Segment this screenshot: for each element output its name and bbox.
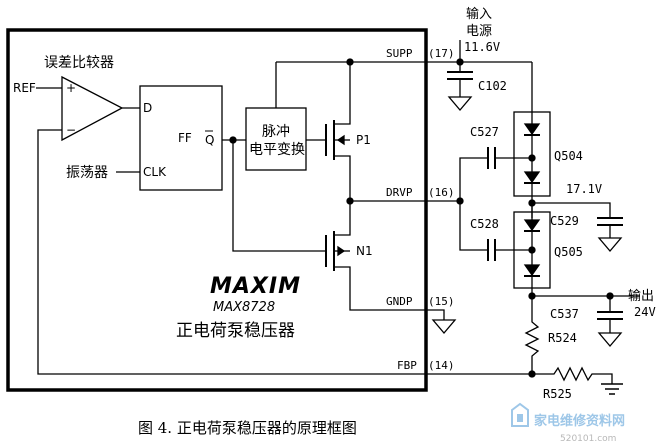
p1-arrow xyxy=(336,134,345,146)
pin-drvp-num: (16) xyxy=(428,186,455,199)
level-shift-line1: 脉冲 xyxy=(262,124,290,140)
error-comparator xyxy=(61,75,124,142)
p1-drain-source xyxy=(334,62,351,125)
p1-body xyxy=(334,155,351,201)
oscillator-label: 振荡器 xyxy=(66,165,108,181)
label-q505: Q505 xyxy=(554,245,583,259)
label-c102: C102 xyxy=(478,79,507,93)
pin-minus: − xyxy=(66,123,76,137)
ground-c537 xyxy=(597,332,623,348)
r525-resistor xyxy=(532,366,613,384)
watermark-site: 家电维修资料网 xyxy=(534,413,625,429)
node-supp xyxy=(346,58,354,66)
pin-gndp: GNDP xyxy=(386,295,413,308)
r524-resistor xyxy=(524,318,540,374)
pin-clk: CLK xyxy=(143,165,167,179)
q505-diode-top xyxy=(523,219,541,232)
pin-ff: FF xyxy=(178,131,192,145)
label-r525: R525 xyxy=(543,387,572,401)
chip-name: 正电荷泵稳压器 xyxy=(176,321,295,341)
ground-c529 xyxy=(597,237,623,253)
label-c527: C527 xyxy=(470,125,499,139)
pin-fbp: FBP xyxy=(397,359,417,372)
n1-source xyxy=(334,266,445,320)
label-output: 输出 xyxy=(628,288,654,304)
label-output-voltage: 24V xyxy=(634,305,656,319)
watermark-url: 520101.com xyxy=(560,434,616,444)
label-q504: Q504 xyxy=(554,149,583,163)
q505-diode-bottom xyxy=(523,264,541,277)
pin-supp-num: (17) xyxy=(428,47,455,60)
error-amp-label: 误差比较器 xyxy=(44,55,114,71)
pin-fbp-num: (14) xyxy=(428,359,455,372)
chip-outline xyxy=(6,28,428,392)
pin-gndp-num: (15) xyxy=(428,295,455,308)
n1-drain xyxy=(334,201,351,236)
wire-c529 xyxy=(532,202,611,218)
q504-diode-bottom xyxy=(523,171,541,184)
level-shift-line2: 电平变换 xyxy=(249,141,305,158)
label-v-mid: 17.1V xyxy=(566,182,602,196)
pin-plus: + xyxy=(66,81,76,95)
n1-arrow xyxy=(337,245,346,257)
pin-ref: REF xyxy=(13,81,36,95)
wire-q-n1 xyxy=(232,140,326,252)
label-n1: N1 xyxy=(356,244,373,258)
watermark-logo-icon xyxy=(511,402,529,427)
q504-diode-top xyxy=(523,123,541,136)
pin-supp: SUPP xyxy=(386,47,413,60)
wire-c528-left xyxy=(459,201,488,251)
label-c537: C537 xyxy=(550,307,579,321)
figure-caption: 图 4. 正电荷泵稳压器的原理框图 xyxy=(138,419,357,437)
ground-gndp xyxy=(431,319,457,335)
pin-drvp: DRVP xyxy=(386,186,413,199)
fbp-feedback xyxy=(37,129,532,375)
wire-c527-left xyxy=(459,157,488,201)
label-p1: P1 xyxy=(356,133,371,147)
input-voltage: 11.6V xyxy=(464,40,500,54)
chip-model: MAX8728 xyxy=(213,300,275,315)
ground-c102 xyxy=(447,96,473,112)
input-label-1: 输入 xyxy=(466,6,492,22)
pin-q: Q xyxy=(205,133,214,147)
maxim-logo: MAXIM xyxy=(210,274,301,299)
input-label-2: 电源 xyxy=(466,24,492,39)
label-c528: C528 xyxy=(470,217,499,231)
label-c529: C529 xyxy=(550,214,579,228)
label-r524: R524 xyxy=(548,331,577,345)
flip-flop xyxy=(139,85,223,191)
pin-d: D xyxy=(143,101,152,115)
